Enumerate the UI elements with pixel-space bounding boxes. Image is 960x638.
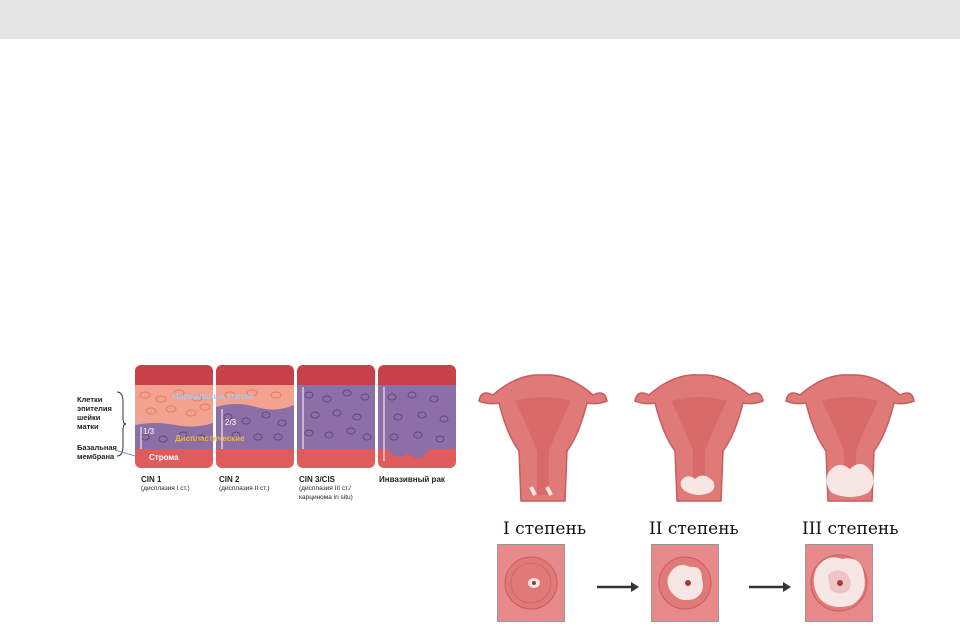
cervix-view-grade3 [805, 544, 873, 622]
cin2-panel [216, 365, 294, 468]
arrow-icon [749, 579, 791, 597]
grade-label-1: I степень [503, 519, 587, 539]
invasive-panel [378, 365, 456, 468]
cervix-view-grade1 [497, 544, 565, 622]
third-label: 1/3 [143, 427, 155, 436]
cin1-panel [135, 365, 213, 468]
dysplastic-cells-label: Диспластические [175, 434, 245, 443]
uterus-grade2-illustration [634, 374, 764, 502]
basal-membrane-label: Базальная мембрана [77, 443, 117, 461]
cervix-view-grade2 [651, 544, 719, 622]
stage-sub: (дисплазия III ст./ карцинома in situ) [299, 485, 353, 501]
normal-cells-label: Нормальные клетки [173, 392, 254, 401]
stage-name: Инвазивный рак [379, 475, 445, 484]
grade-label-2: II степень [649, 519, 739, 539]
top-bar [0, 0, 960, 39]
cin-stages-figure: Клетки эпителия шейки матки Базальная ме… [65, 362, 460, 502]
uterus-grade3-illustration [785, 374, 915, 502]
stage-name: CIN 1 [141, 475, 162, 484]
stage-caption-cin1: CIN 1 (дисплазия I ст.) [141, 475, 190, 493]
stage-caption-invasive: Инвазивный рак [379, 475, 445, 484]
brace-icon [116, 391, 127, 457]
cin3-panel [297, 365, 375, 468]
dysplasia-grade-figure: I степень II степень III степень [465, 355, 935, 638]
stage-name: CIN 2 [219, 475, 240, 484]
arrow-icon [597, 579, 639, 597]
uterus-grade1-illustration [478, 374, 608, 502]
stage-sub: (дисплазия I ст.) [141, 485, 190, 492]
stroma-label: Строма [149, 453, 179, 462]
stage-caption-cin3: CIN 3/CIS (дисплазия III ст./ карцинома … [299, 475, 353, 502]
membrane-pointer-icon [115, 449, 135, 457]
stage-sub: (дисплазия II ст.) [219, 485, 270, 492]
stage-name: CIN 3/CIS [299, 475, 336, 484]
epithelium-cells-label: Клетки эпителия шейки матки [77, 395, 112, 431]
grade-label-3: III степень [802, 519, 899, 539]
two-thirds-label: 2/3 [225, 418, 237, 427]
stage-caption-cin2: CIN 2 (дисплазия II ст.) [219, 475, 270, 493]
